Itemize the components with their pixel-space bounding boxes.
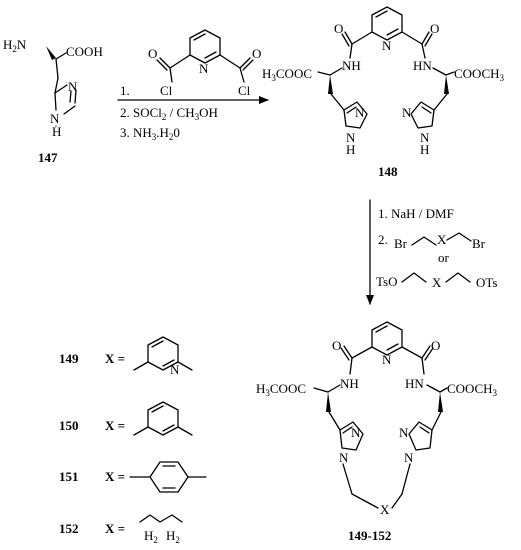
x-152-eq: X = [105, 521, 125, 536]
h2n-label: H2N [3, 37, 27, 54]
mc-nh-left: NH [340, 376, 359, 391]
ring-nh-label: N [50, 111, 60, 126]
cooh-label: COOH [66, 44, 103, 59]
compound-150-label: 150 [59, 418, 79, 433]
c148-pyridine-n: N [382, 38, 392, 53]
ring-n-label: N [68, 79, 78, 94]
x-152-h2-left: H2 [144, 528, 158, 545]
c148-ester-right: COOCH3 [454, 66, 505, 83]
compound-148-label: 148 [378, 164, 398, 179]
x-149-eq: X = [105, 351, 125, 366]
compound-148-structure: N O O NH HN H3COOC COOCH3 N N H N N [262, 6, 505, 157]
or-label: or [438, 250, 450, 265]
compound-152-label: 152 [59, 521, 79, 536]
stereo-wedge [46, 46, 56, 60]
mc-ester-right: COOCH3 [447, 381, 498, 398]
compound-147-label: 147 [38, 150, 58, 165]
x-152-h2-right: H2 [166, 528, 180, 545]
x-151-eq: X = [105, 469, 125, 484]
histidine-structure: H2N COOH N N H [3, 37, 103, 139]
x-150-benzene [133, 401, 193, 436]
x-150-eq: X = [105, 418, 125, 433]
c148-o-left: O [334, 21, 343, 36]
c148-im-right-n: N [402, 105, 412, 120]
br-left: Br [394, 236, 408, 251]
acyl-cl-right: Cl [238, 83, 251, 98]
ditosylate-x: X [432, 275, 442, 290]
c148-o-right: O [430, 21, 439, 36]
x-151-benzene [129, 461, 207, 493]
compound-149-label: 149 [59, 351, 79, 366]
step-right-2-label: 2. [378, 232, 388, 247]
c148-hn-right: HN [413, 58, 432, 73]
c148-im-right-nh: N [420, 130, 430, 145]
ring-h-label: H [52, 124, 61, 139]
mc-pyridine-n: N [382, 352, 392, 367]
step-1-label: 1. [120, 83, 130, 98]
dibromide-x: X [437, 232, 447, 247]
mc-im-right-n1: N [404, 450, 414, 465]
c148-im-left-h: H [346, 142, 355, 157]
compound-149-152-label: 149-152 [348, 528, 391, 543]
x-149-pyridine: N [133, 336, 193, 377]
step-2-label: 2. SOCl2 / CH3OH [120, 105, 218, 122]
step-3-label: 3. NH3.H20 [120, 125, 180, 142]
acyl-o-left: O [148, 46, 157, 61]
tso-label: TsO [376, 274, 397, 289]
mc-x-label: X [380, 502, 390, 517]
acyl-o-right: O [252, 46, 261, 61]
compound-151-label: 151 [59, 469, 79, 484]
c148-im-left-nh: N [346, 130, 356, 145]
step-right-1-label: 1. NaH / DMF [378, 206, 454, 221]
macrocycle-structure: N O O NH HN H3COOC COOCH3 N N N N [256, 321, 498, 517]
c148-im-left-n: N [355, 105, 365, 120]
pyridine-diacyl-chloride: N O O Cl Cl [148, 29, 261, 98]
br-right: Br [472, 236, 486, 251]
mc-o-right: O [431, 338, 440, 353]
mc-im-right-n: N [399, 425, 409, 440]
ots-label: OTs [476, 275, 497, 290]
mc-ester-left: H3COOC [256, 381, 306, 398]
dibromide-reagent: Br X Br [394, 232, 486, 251]
c148-im-right-h: H [420, 142, 429, 157]
ditosylate-reagent: TsO X OTs [376, 272, 497, 290]
mc-o-left: O [332, 338, 341, 353]
mc-im-left-n: N [351, 425, 361, 440]
mc-im-left-n1: N [339, 450, 349, 465]
acyl-cl-left: Cl [160, 83, 173, 98]
mc-hn-right: HN [405, 376, 424, 391]
x-152-ethylene: H2 H2 [139, 514, 183, 545]
pyridine-n-label: N [199, 61, 209, 76]
x-149-n: N [170, 362, 180, 377]
c148-nh-left: NH [342, 58, 361, 73]
c148-ester-left: H3COOC [262, 66, 312, 83]
